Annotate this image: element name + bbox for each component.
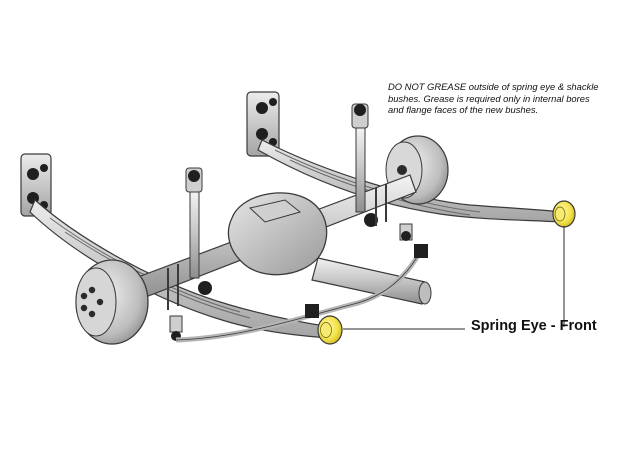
shock-absorber-right [351, 103, 378, 227]
brake-drum-left [75, 259, 149, 345]
u-bolts [167, 184, 387, 310]
grease-warning-note: DO NOT GREASE outside of spring eye & sh… [388, 81, 628, 116]
note-line: bushes. Grease is required only in inter… [388, 92, 590, 104]
callout-leader-lines [343, 226, 565, 330]
spring-eye-bush-front-right [552, 200, 576, 228]
note-line: DO NOT GREASE outside of spring eye & sh… [388, 81, 599, 92]
shock-absorber-left [185, 167, 212, 295]
callout-label-spring-eye-front: Spring Eye - Front [471, 318, 597, 334]
shackle-left [169, 315, 183, 341]
shackle-rear-right [399, 223, 413, 241]
differential-housing [227, 192, 328, 276]
rear-hanger-bracket-right [246, 91, 280, 157]
sway-bar [175, 244, 428, 343]
note-line: and flange faces of the new bushes. [388, 104, 539, 116]
spring-eye-bush-front-left [317, 315, 343, 345]
driveshaft [311, 257, 432, 305]
rear-hanger-bracket-left [20, 153, 52, 217]
